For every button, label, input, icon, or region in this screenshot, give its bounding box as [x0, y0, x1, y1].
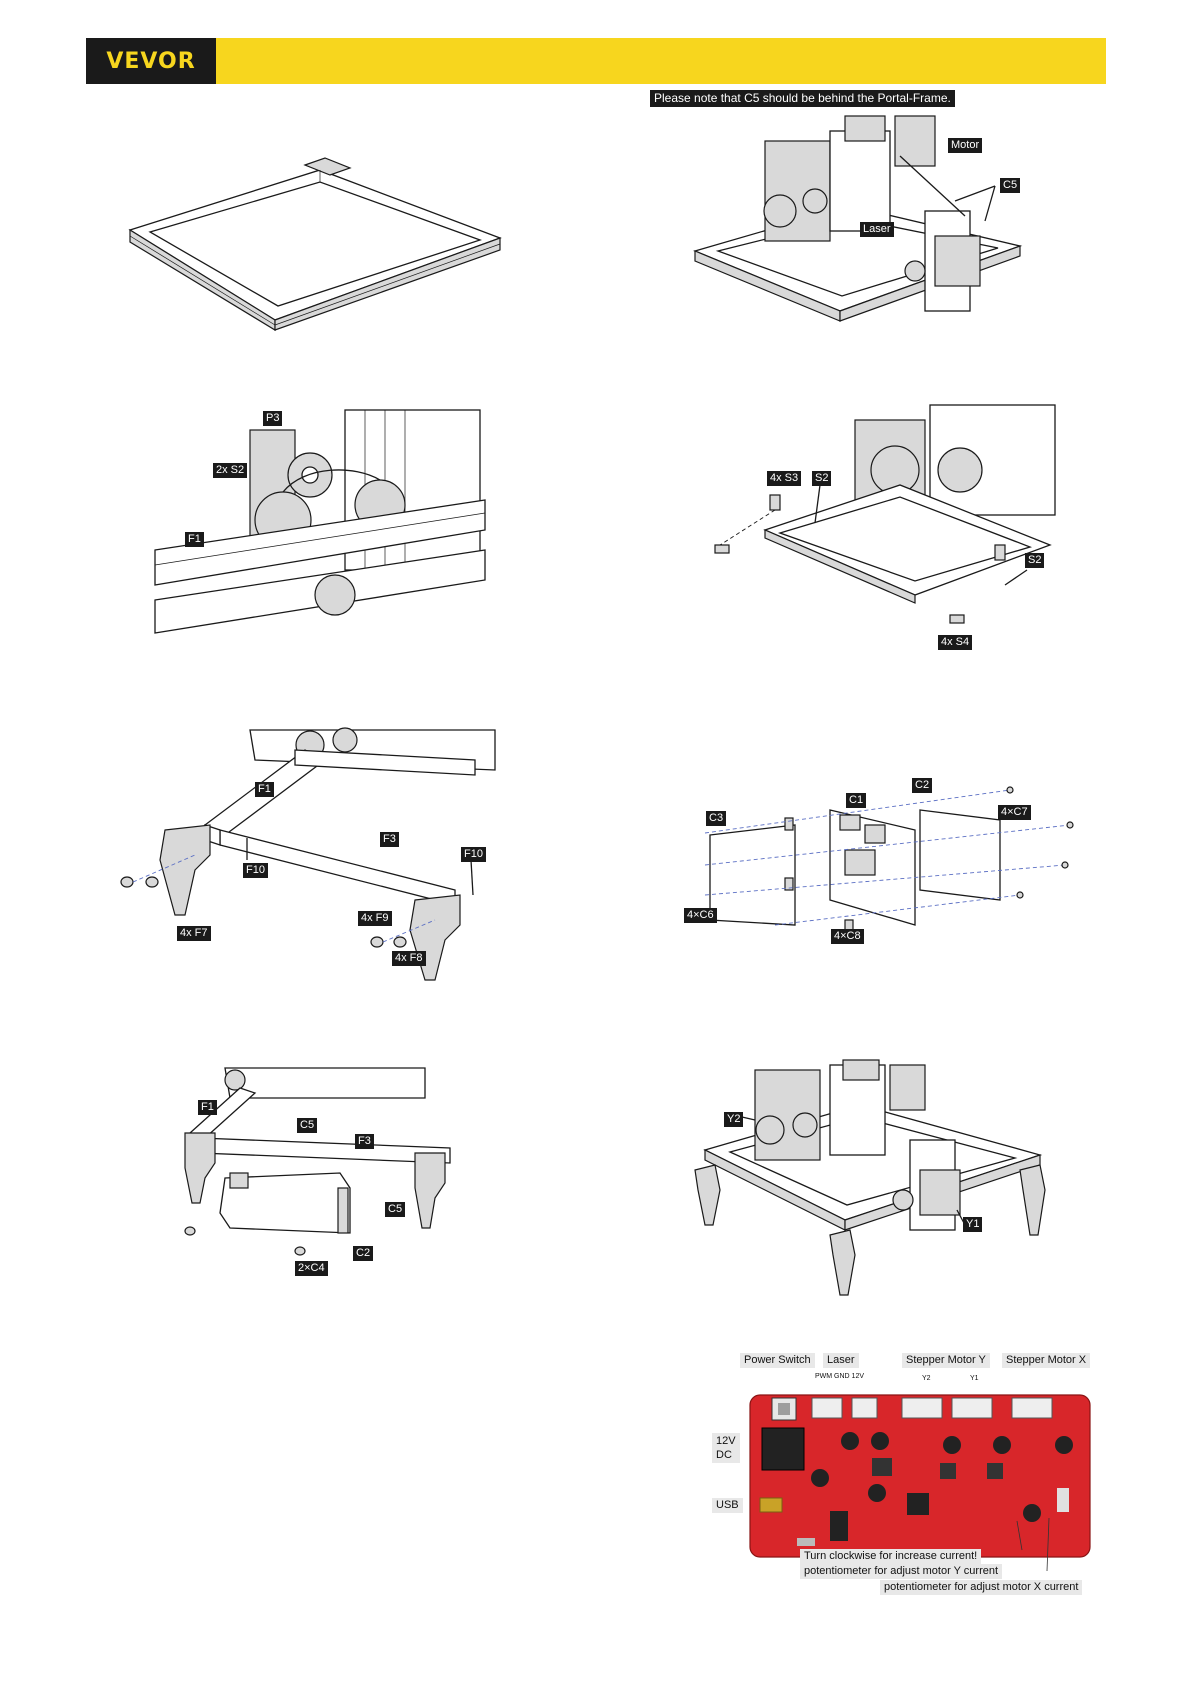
label-f3: F3: [355, 1134, 374, 1149]
label-p3: P3: [263, 411, 283, 426]
figure-complete-machine: Y2 Y1: [694, 1059, 1075, 1296]
label-y2: Y2: [724, 1112, 744, 1127]
logo-text: VEVOR: [106, 48, 196, 74]
label-y1: Y1: [970, 1375, 979, 1382]
figure-controller-exploded: C2 C1 C3 4×C7 4×C6 4×C8: [680, 775, 1080, 955]
label-2x-c4: 2×C4: [295, 1261, 328, 1276]
label-4x-c7: 4×C7: [998, 805, 1031, 820]
note-motor-x: potentiometer for adjust motor X current: [880, 1580, 1083, 1595]
label-f10-right: F10: [461, 847, 486, 862]
label-f3: F3: [380, 832, 399, 847]
figure-corner-screws: 4x S3 S2 S2 4x S4: [700, 404, 1060, 650]
step-note: Please note that C5 should be behind the…: [650, 90, 955, 107]
label-s2-top: S2: [812, 471, 832, 486]
label-c2: C2: [912, 778, 933, 793]
label-motor: Motor: [948, 138, 983, 153]
label-4x-c8: 4×C8: [831, 929, 864, 944]
figure-controller-board: Power Switch Laser Stepper Motor Y Stepp…: [712, 1353, 1102, 1603]
note-motor-y: potentiometer for adjust motor Y current: [800, 1564, 1003, 1579]
figure-belt-closeup: P3 2x S2 F1: [154, 405, 486, 635]
label-c5-top: C5: [297, 1118, 318, 1133]
label-c5: C5: [1000, 178, 1021, 193]
label-f10-left: F10: [243, 863, 268, 878]
label-4x-s3: 4x S3: [767, 471, 802, 486]
label-usb: USB: [712, 1498, 743, 1513]
label-4x-f9: 4x F9: [358, 911, 392, 926]
label-stepper-x: Stepper Motor X: [1002, 1353, 1091, 1368]
label-4x-c6: 4×C6: [684, 908, 717, 923]
label-s2-right: S2: [1025, 553, 1045, 568]
label-power-switch: Power Switch: [740, 1353, 815, 1368]
label-4x-s4: 4x S4: [938, 635, 973, 650]
figure-frame: [120, 150, 510, 332]
label-c2: C2: [353, 1246, 374, 1261]
figure-legs: F1 F3 F10 F10 4x F7 4x F9 4x F8: [115, 727, 515, 981]
label-y1: Y1: [963, 1217, 983, 1232]
mount-drawing: [184, 1067, 451, 1256]
label-c1: C1: [846, 793, 867, 808]
label-12v-dc: 12V DC: [712, 1433, 740, 1463]
label-laser: Laser: [823, 1353, 859, 1368]
corner-drawing: [714, 404, 1056, 624]
label-4x-f7: 4x F7: [177, 926, 211, 941]
header-bar: VEVOR: [86, 38, 1106, 84]
label-pwm-gnd: PWM GND 12V: [815, 1373, 865, 1380]
board-drawing: [749, 1394, 1091, 1572]
legs-drawing: [120, 727, 496, 981]
label-f1: F1: [185, 532, 204, 547]
label-stepper-y: Stepper Motor Y: [902, 1353, 990, 1368]
label-f1: F1: [255, 782, 274, 797]
label-laser: Laser: [860, 222, 894, 237]
label-y2: Y2: [922, 1375, 931, 1382]
label-f1: F1: [198, 1100, 217, 1115]
label-4x-f8: 4x F8: [392, 951, 426, 966]
belt-drawing: [154, 409, 486, 634]
label-c5-right: C5: [385, 1202, 406, 1217]
brand-logo: VEVOR: [86, 38, 216, 84]
portal-drawing: [693, 115, 1023, 322]
machine-drawing: [694, 1059, 1046, 1296]
frame-drawing: [128, 157, 502, 332]
label-2x-s2: 2x S2: [213, 463, 248, 478]
note-turn-clockwise: Turn clockwise for increase current!: [800, 1549, 982, 1564]
controller-drawing: [704, 786, 1074, 933]
label-c3: C3: [706, 811, 727, 826]
figure-controller-mount: F1 C5 F3 C5 C2 2×C4: [180, 1067, 470, 1278]
figure-portal-assembly: Please note that C5 should be behind the…: [650, 90, 1090, 326]
